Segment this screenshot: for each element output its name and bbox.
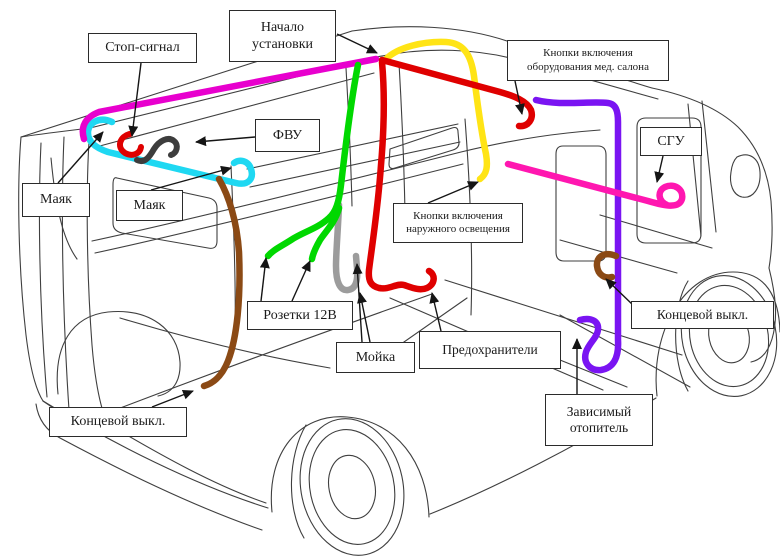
van-wireframe	[18, 26, 780, 556]
label-fvu: ФВУ	[255, 119, 320, 152]
arrow-fvu	[195, 136, 256, 147]
front-tire-sidewall	[675, 280, 689, 392]
label-fuses: Предохранители	[419, 331, 561, 369]
wire-beacon-cyan	[84, 116, 255, 187]
label-dependent-heater: Зависимый отопитель	[545, 394, 653, 446]
arrow-limit-front	[605, 278, 635, 307]
callout-arrows	[57, 33, 665, 408]
rear-window-curve	[50, 157, 78, 260]
wire-washer-gray	[332, 201, 361, 294]
arrow-stop-signal	[128, 62, 142, 137]
pillar-3	[398, 62, 406, 213]
wire-fvu-dark	[134, 136, 180, 164]
label-limit-switch-front: Концевой выкл.	[631, 301, 774, 329]
arrow-sockets-2	[291, 260, 311, 302]
label-washer: Мойка	[336, 342, 415, 373]
label-limit-switch-rear: Концевой выкл.	[49, 407, 187, 437]
wire-roof-magenta	[79, 55, 380, 143]
label-exterior-lighting: Кнопки включения наружного освещения	[393, 203, 523, 243]
cab-door-window	[636, 117, 702, 244]
rear-wheel	[299, 418, 405, 556]
sliding-door-window	[388, 126, 460, 170]
wire-limit-rear-brown	[200, 175, 243, 390]
arrow-beacon-left	[57, 131, 104, 184]
rear-tire-mid	[308, 429, 396, 545]
rear-door-seam-1	[38, 142, 48, 398]
beltline-upper	[91, 129, 601, 242]
beltline-lower	[94, 163, 464, 254]
wires	[79, 38, 686, 390]
wire-limit-front-brown	[593, 250, 620, 281]
front-bumper	[750, 267, 777, 363]
window-band-top	[246, 123, 459, 170]
body-bottom-outer	[35, 403, 263, 531]
label-sgu: СГУ	[640, 127, 702, 156]
rear-wheel-rim	[327, 454, 377, 520]
rear-door-seam-2	[61, 136, 70, 411]
label-stop-signal: Стоп-сигнал	[88, 33, 197, 63]
arrow-limit-rear	[151, 389, 194, 408]
arrow-sgu	[654, 155, 665, 183]
arrow-med-cabin-buttons	[514, 80, 525, 115]
arrow-exterior-lighting	[427, 181, 479, 204]
rear-tire-outer	[299, 418, 405, 556]
front-tire-outer	[680, 274, 778, 398]
front-wheel-arch	[655, 271, 780, 397]
arrow-beacon-right	[150, 165, 232, 191]
side-mirror	[729, 154, 761, 198]
a-pillar-1	[687, 103, 702, 237]
arrow-sockets-1	[259, 257, 270, 302]
floor-line-1	[114, 293, 433, 411]
label-sockets-12v: Розетки 12В	[247, 301, 353, 330]
a-pillar-2	[701, 100, 717, 233]
front-tire-mid	[688, 284, 770, 388]
pillar-1	[230, 165, 236, 333]
arrow-fuses	[429, 292, 442, 332]
wire-stop-signal-red	[117, 131, 144, 158]
arrow-washer-2	[357, 292, 371, 343]
wire-main-red-vertical	[365, 58, 437, 293]
door-panel-frame	[555, 145, 607, 262]
interior-seat-blob	[56, 310, 181, 397]
pillar-2	[345, 67, 353, 207]
wire-heater-purple	[532, 96, 622, 374]
chassis-line-2	[559, 359, 628, 388]
label-beacon-right: Маяк	[116, 190, 183, 221]
rear-wheel-arch	[270, 416, 430, 518]
rear-tire-sidewall	[290, 424, 307, 539]
rear-left-edge	[18, 136, 44, 402]
wire-sockets-green-branch	[308, 204, 343, 263]
chassis-line-1	[559, 314, 691, 388]
wire-main-red-roof	[378, 56, 535, 130]
wire-sockets-green-main	[264, 61, 362, 260]
label-installation-start: Начало установки	[229, 10, 336, 62]
label-beacon-left: Маяк	[22, 183, 90, 217]
wire-sgu-pink	[504, 160, 686, 209]
window-band-bottom	[249, 141, 461, 188]
arrow-installation-start	[336, 33, 378, 54]
rear-quarter-window	[112, 177, 218, 249]
roof-drip-rail	[95, 72, 375, 148]
rear-corner-pillar	[86, 127, 109, 425]
front-contour	[651, 87, 773, 269]
wire-roof-yellow	[382, 38, 491, 183]
label-med-cabin-buttons: Кнопки включения оборудования мед. салон…	[507, 40, 669, 81]
